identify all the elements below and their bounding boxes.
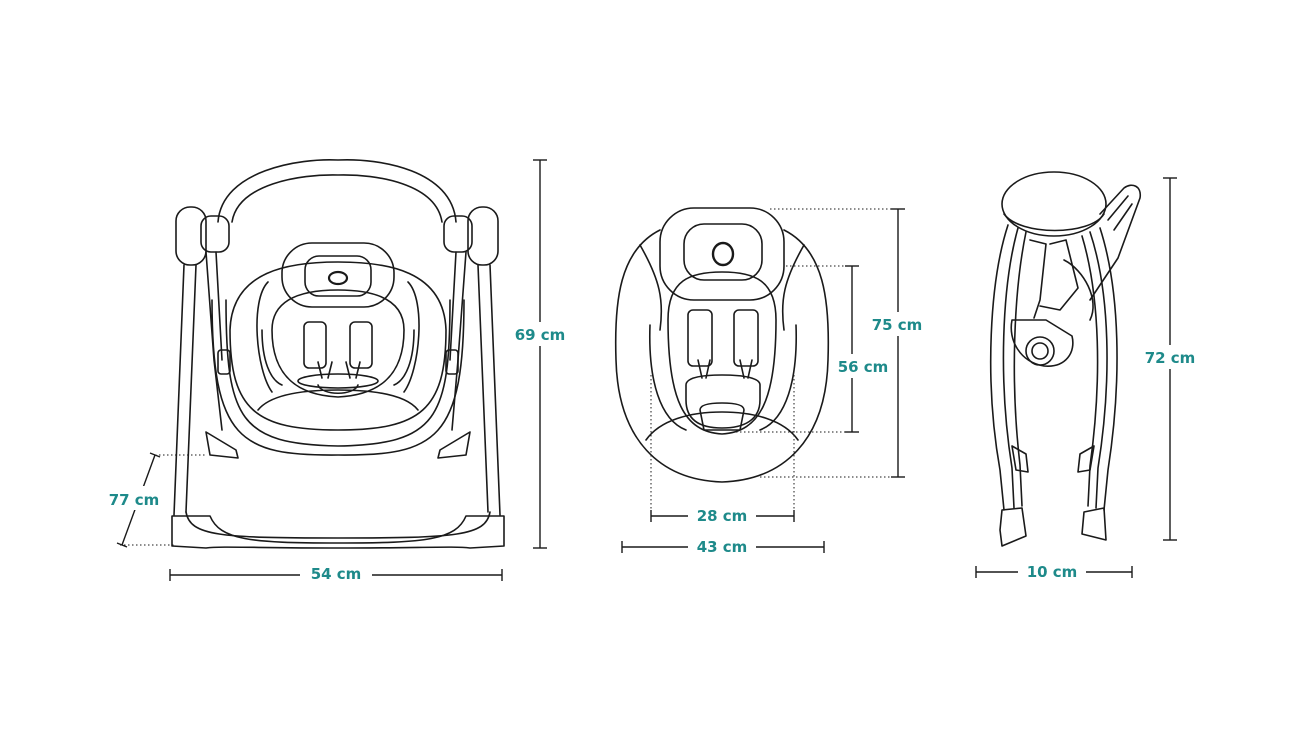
seat-outer-width-label: 43 cm [697,538,748,556]
seat-view-dimensions: 75 cm 56 cm 28 cm 43 cm [621,208,930,558]
front-depth-label: 77 cm [109,491,160,509]
side-view-folded [989,171,1142,547]
seat-outer-height-label: 75 cm [872,316,923,334]
seat-inner-width-label: 28 cm [697,507,748,525]
side-view-dimensions: 72 cm 10 cm [975,177,1202,584]
front-view-dimensions: 69 cm 54 cm 77 cm [100,159,572,587]
front-view-swing [171,158,505,549]
front-width-label: 54 cm [311,565,362,583]
side-width-label: 10 cm [1027,563,1078,581]
front-height-label: 69 cm [515,326,566,344]
side-height-label: 72 cm [1145,349,1196,367]
seat-inner-height-label: 56 cm [838,358,889,376]
seat-view [614,207,830,483]
